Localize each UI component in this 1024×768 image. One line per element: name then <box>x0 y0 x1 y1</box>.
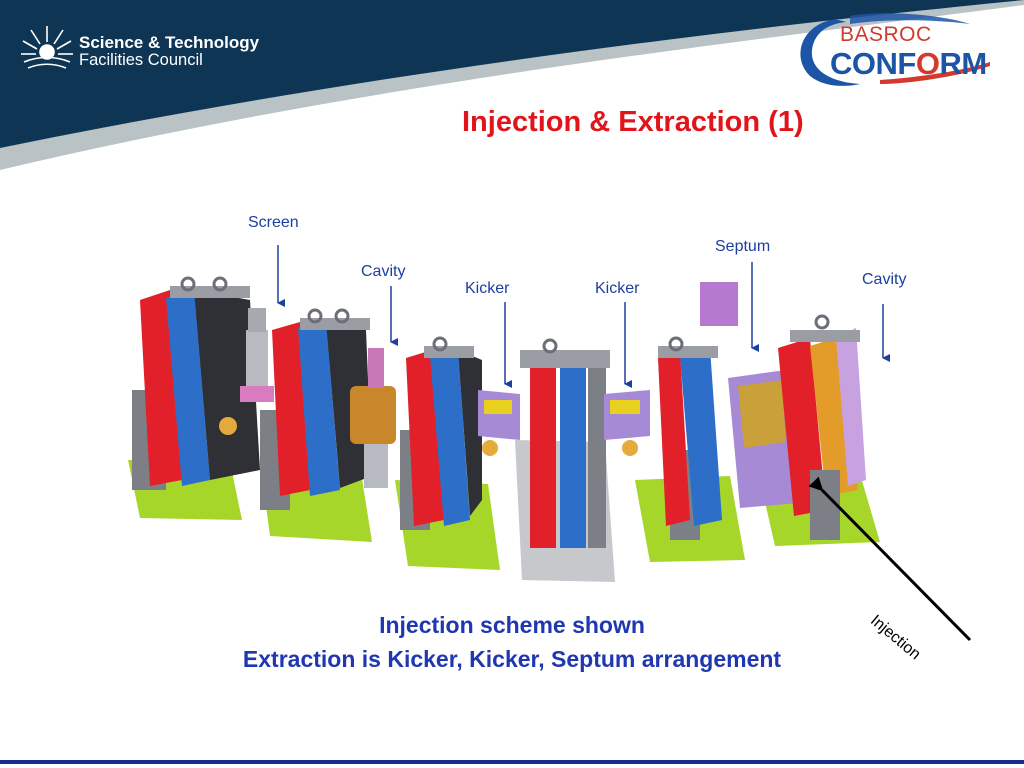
caption-line-1: Injection scheme shown <box>0 612 1024 639</box>
caption-line-2: Extraction is Kicker, Kicker, Septum arr… <box>0 646 1024 673</box>
footer-rule <box>0 760 1024 764</box>
